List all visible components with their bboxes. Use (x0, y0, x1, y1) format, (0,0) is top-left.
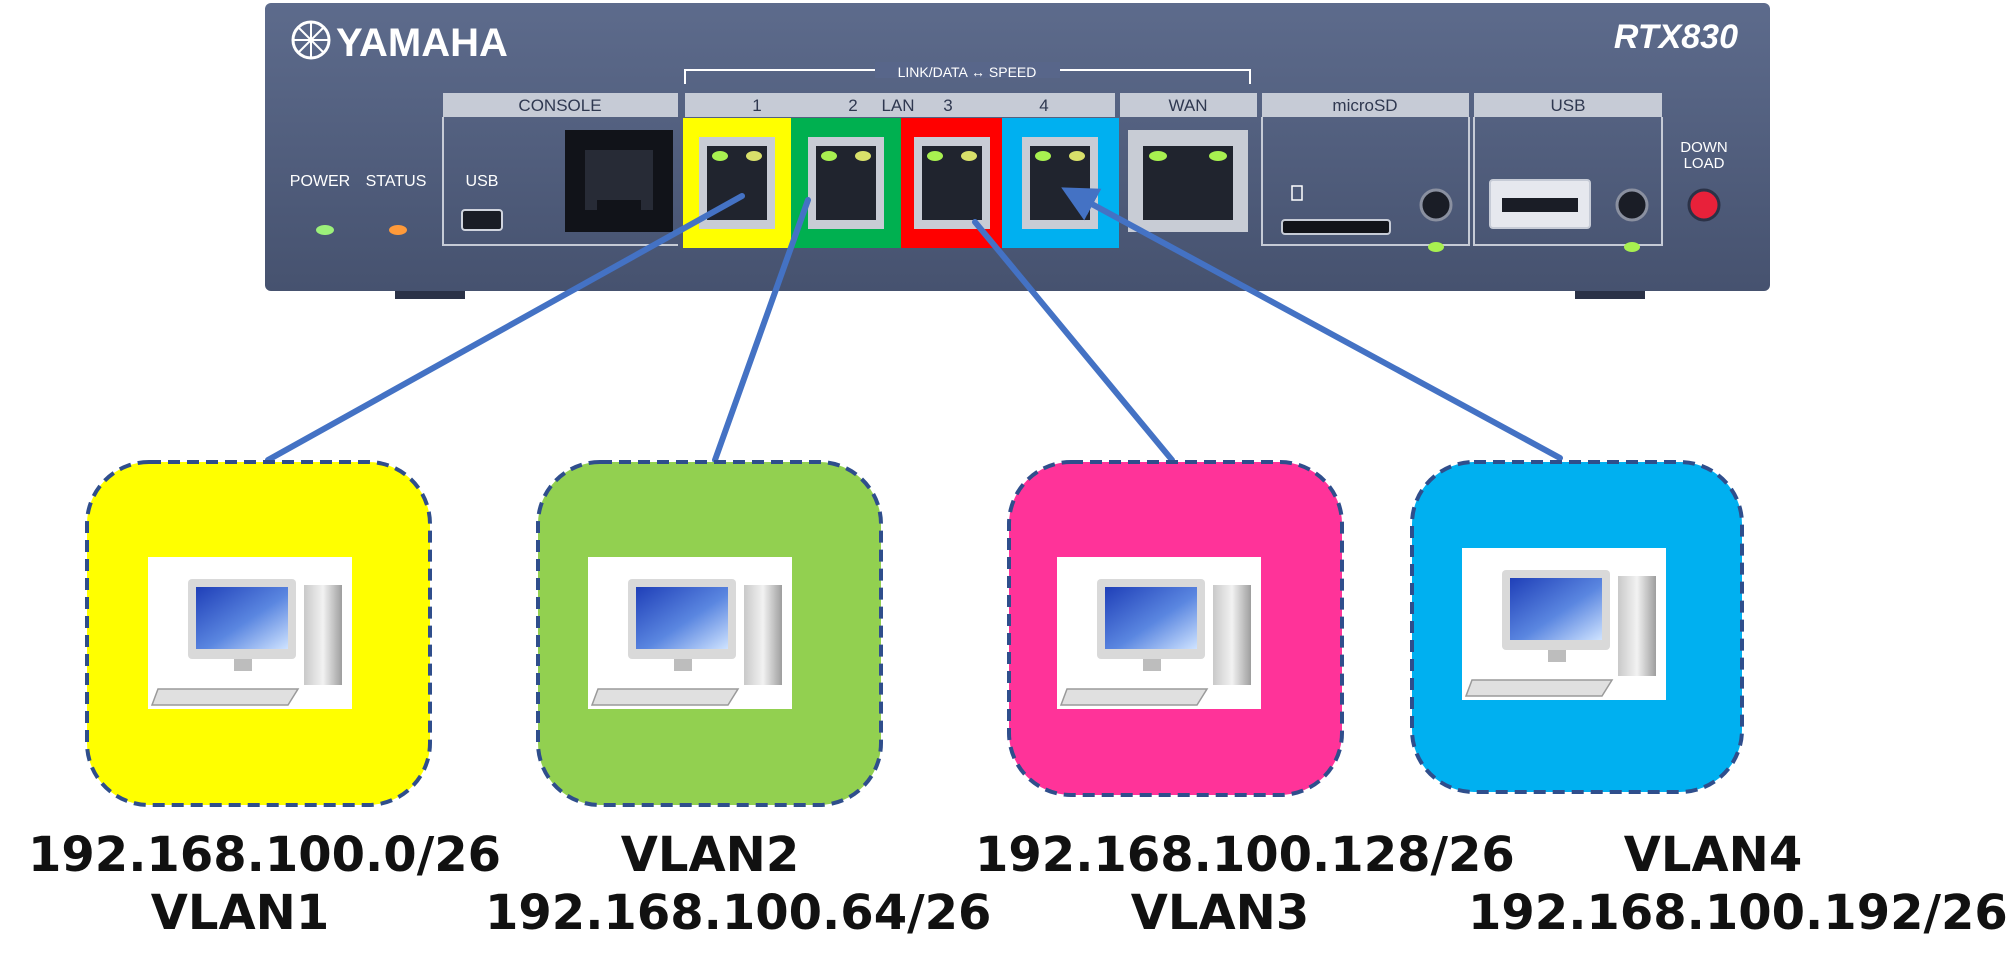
usb-led-icon (1624, 242, 1640, 252)
vlan-group-1 (85, 460, 432, 807)
wan-header-bar (1120, 93, 1257, 117)
router: YAMAHA RTX830 LINK/DATA ↔ SPEED CONSOLE … (265, 3, 1770, 299)
desktop-computer-icon (588, 557, 792, 709)
yamaha-logo-icon (291, 20, 331, 60)
usb-button[interactable] (1615, 188, 1649, 222)
usb-section-label: USB (1551, 96, 1586, 115)
speed-led-icon (855, 151, 871, 161)
desktop-computer-icon (1057, 557, 1261, 709)
microsd-slot[interactable] (1281, 219, 1391, 235)
connector-vlan4 (1061, 187, 1563, 461)
connectors (265, 187, 1563, 463)
lan-header-bar (685, 93, 1115, 117)
link-led-icon (821, 151, 837, 161)
connector-vlan3 (972, 219, 1175, 463)
desktop-computer-icon (148, 557, 352, 709)
lan-port-number-2: 2 (848, 96, 857, 115)
lan-port-number-1: 1 (752, 96, 761, 115)
router-foot-left (395, 291, 465, 299)
connector-vlan1 (265, 193, 745, 463)
lan-port-3[interactable] (901, 118, 1002, 248)
vlan-label-line1: VLAN2 (620, 827, 800, 883)
console-header-bar (443, 93, 678, 117)
usb-header-bar (1474, 93, 1662, 117)
download-label-line1: DOWN (1680, 139, 1728, 156)
microsd-led-icon (1428, 242, 1444, 252)
vlan-label-line2: 192.168.100.64/26 (485, 885, 992, 941)
link-led-icon (1149, 151, 1167, 161)
lan-port-number-3: 3 (943, 96, 952, 115)
status-label: STATUS (366, 173, 427, 190)
link-speed-caption: LINK/DATA ↔ SPEED (898, 64, 1037, 80)
lan-port-number-4: 4 (1039, 96, 1048, 115)
link-led-icon (1035, 151, 1051, 161)
vlan-label-1: 192.168.100.0/26 VLAN1 (28, 826, 502, 942)
vlan-label-line1: VLAN4 (1623, 827, 1803, 883)
vlan-label-3: 192.168.100.128/26 VLAN3 (975, 826, 1515, 942)
speed-led-icon (1209, 151, 1227, 161)
vlan-label-line1: 192.168.100.128/26 (975, 827, 1515, 883)
console-label: CONSOLE (518, 96, 601, 115)
desktop-computer-icon (1462, 548, 1666, 700)
router-model: RTX830 (1614, 18, 1738, 56)
lan-port-1[interactable] (683, 118, 791, 248)
usb-console-label: USB (466, 173, 499, 190)
vlan-label-line2: VLAN3 (1130, 885, 1310, 941)
connector-vlan2 (712, 197, 811, 463)
status-led-icon (389, 225, 407, 235)
speed-led-icon (746, 151, 762, 161)
vlan-label-4: VLAN4 192.168.100.192/26 (1468, 826, 2008, 942)
router-brand: YAMAHA (336, 21, 508, 65)
link-led-icon (712, 151, 728, 161)
mini-usb-port-icon (461, 209, 503, 231)
speed-led-icon (1069, 151, 1085, 161)
vlan-label-line1: 192.168.100.0/26 (28, 827, 502, 883)
microsd-header-bar (1262, 93, 1469, 117)
power-led-icon (316, 225, 334, 235)
wan-label: WAN (1168, 96, 1207, 115)
lan-port-2[interactable] (791, 118, 901, 248)
vlan-label-line2: 192.168.100.192/26 (1468, 885, 2008, 941)
power-label: POWER (290, 173, 350, 190)
vlan-group-4 (1410, 460, 1744, 794)
speed-led-icon (961, 151, 977, 161)
vlan-group-2 (536, 460, 883, 807)
console-port-icon (565, 130, 673, 232)
download-button[interactable] (1687, 188, 1721, 222)
lan-label: LAN (881, 96, 914, 115)
link-led-icon (927, 151, 943, 161)
vlan-group-3 (1007, 460, 1344, 797)
wan-port[interactable] (1128, 130, 1248, 232)
microsd-card-icon (1291, 185, 1303, 201)
microsd-label: microSD (1332, 96, 1397, 115)
router-foot-right (1575, 291, 1645, 299)
vlan-label-line2: VLAN1 (150, 885, 330, 941)
vlan-label-2: VLAN2 192.168.100.64/26 (485, 826, 992, 942)
download-label-line2: LOAD (1684, 155, 1725, 172)
lan-port-4[interactable] (1002, 118, 1119, 248)
microsd-button[interactable] (1419, 188, 1453, 222)
